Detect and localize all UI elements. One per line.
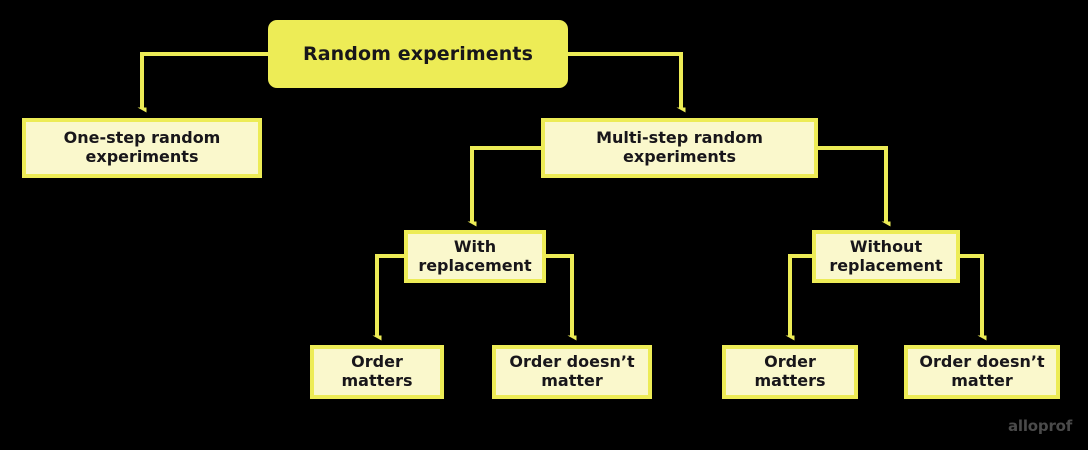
node-one-step-random-experiments-label: One-step random experiments	[63, 128, 221, 166]
node-random-experiments-label: Random experiments	[303, 42, 533, 65]
node-multi-step-random-experiments-label: Multi-step random experiments	[596, 128, 763, 166]
node-one-step-random-experiments[interactable]: One-step random experiments	[22, 118, 262, 178]
node-with-replacement-order-matters[interactable]: Order matters	[310, 345, 444, 399]
node-without-replacement-label: Without replacement	[829, 236, 943, 275]
node-without-replacement-order-doesnt-matter-label: Order doesn’t matter	[919, 352, 1045, 390]
node-multi-step-random-experiments[interactable]: Multi-step random experiments	[541, 118, 818, 178]
connector-with-replacement-to-order-doesnt-matter	[546, 254, 572, 336]
node-with-replacement-label: With replacement	[418, 236, 532, 275]
connector-root-to-one-step	[142, 52, 268, 108]
node-without-replacement-order-doesnt-matter[interactable]: Order doesn’t matter	[904, 345, 1060, 399]
connector-multi-step-to-with-replacement	[472, 146, 541, 222]
node-without-replacement-order-matters[interactable]: Order matters	[722, 345, 858, 399]
node-with-replacement[interactable]: With replacement	[404, 230, 546, 283]
node-random-experiments[interactable]: Random experiments	[268, 20, 568, 88]
node-without-replacement[interactable]: Without replacement	[812, 230, 960, 283]
alloprof-watermark: alloprof	[1008, 417, 1073, 435]
node-with-replacement-order-matters-label: Order matters	[341, 352, 413, 390]
connector-without-replacement-to-order-doesnt-matter	[960, 254, 982, 336]
node-with-replacement-order-doesnt-matter[interactable]: Order doesn’t matter	[492, 345, 652, 399]
node-with-replacement-order-doesnt-matter-label: Order doesn’t matter	[509, 352, 635, 390]
connector-multi-step-to-without-replacement	[818, 146, 886, 222]
connector-with-replacement-to-order-matters	[377, 254, 404, 336]
connector-root-to-multi-step	[568, 52, 681, 108]
node-without-replacement-order-matters-label: Order matters	[754, 352, 826, 390]
connector-without-replacement-to-order-matters	[790, 254, 812, 336]
